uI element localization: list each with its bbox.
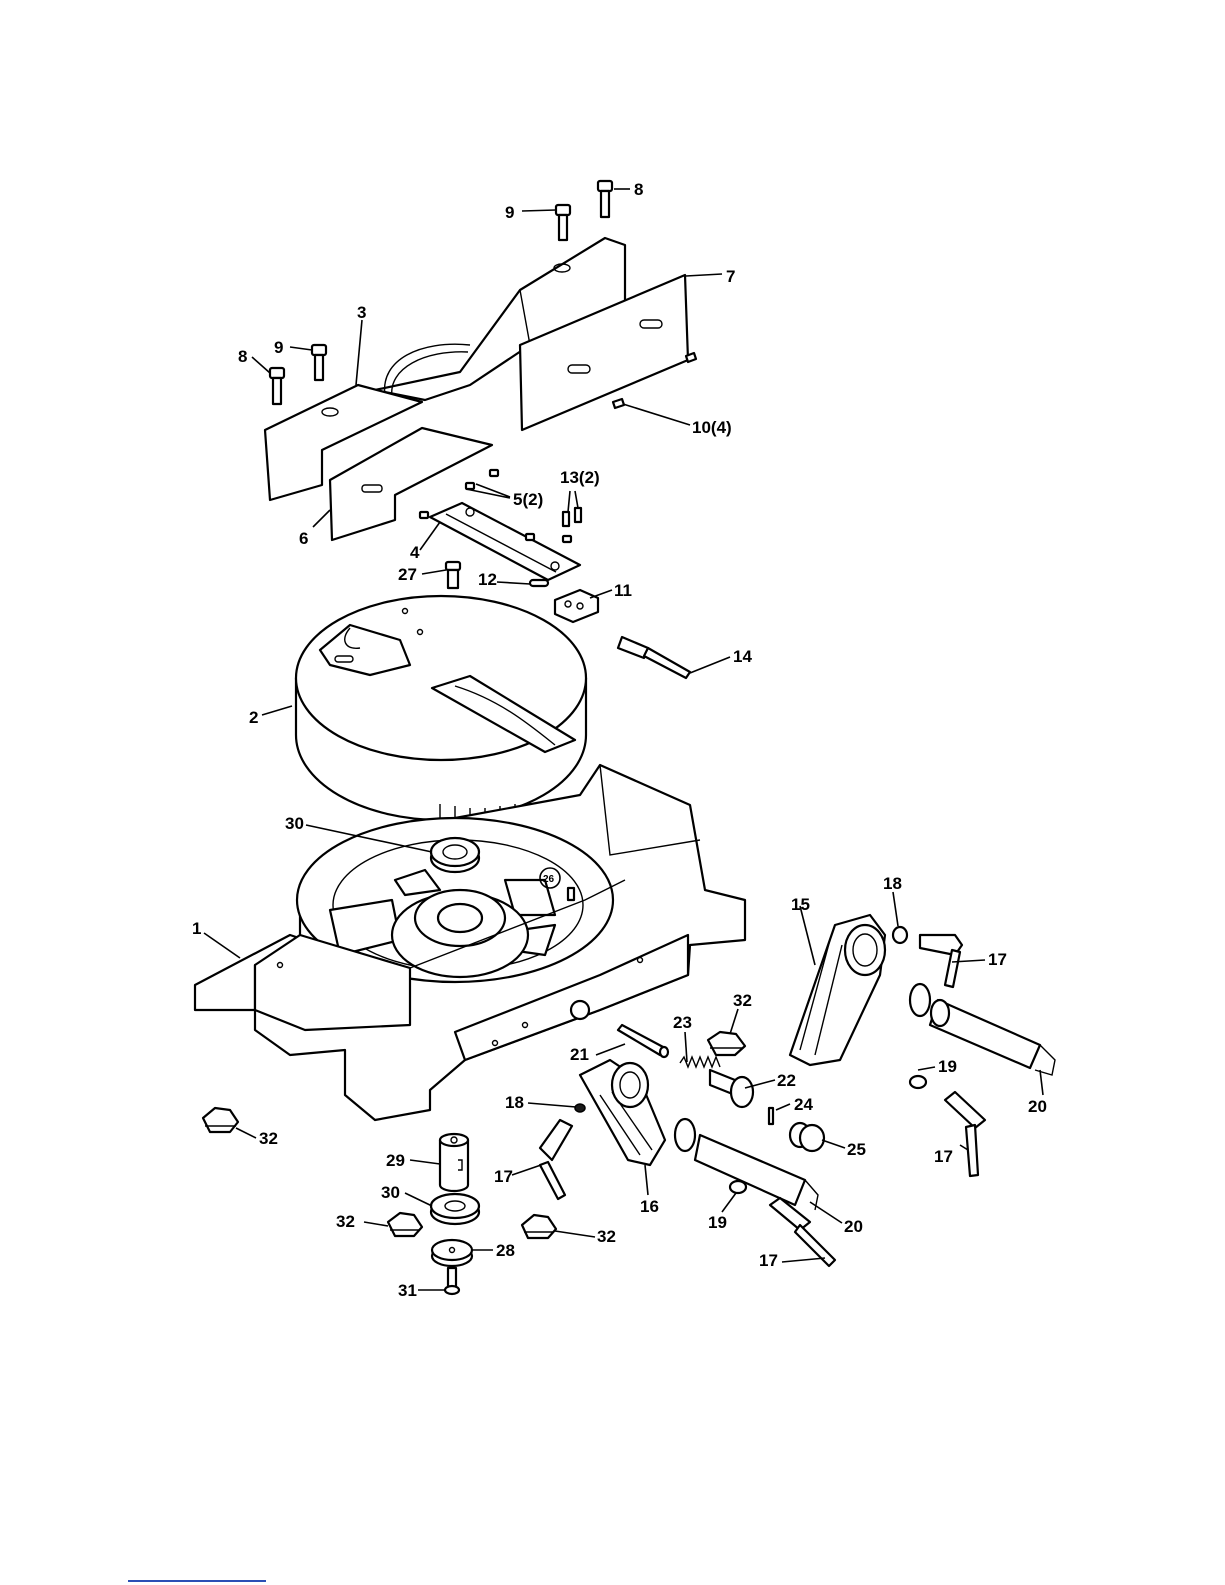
callout-19-middle: 19 (708, 1213, 727, 1232)
callout-32-bottom-right: 32 (597, 1227, 616, 1246)
callout-32-bottom-left: 32 (336, 1212, 355, 1231)
callout-17-left: 17 (494, 1167, 513, 1186)
callout-32-left: 32 (259, 1129, 278, 1148)
callout-21: 21 (570, 1045, 589, 1064)
callout-20-middle: 20 (844, 1217, 863, 1236)
callout-3: 3 (357, 303, 366, 322)
callout-5: 5(2) (513, 490, 543, 509)
callout-19-right: 19 (938, 1057, 957, 1076)
callout-17-right-top: 17 (988, 950, 1007, 969)
lever-17-bottom (770, 1198, 835, 1266)
foot-32-top (708, 1032, 745, 1055)
handle-15 (790, 915, 885, 1065)
callout-31: 31 (398, 1281, 417, 1300)
foot-32-left (203, 1108, 238, 1132)
washer-19-right (910, 1076, 926, 1088)
callout-18-right: 18 (883, 874, 902, 893)
callout-8-top: 8 (634, 180, 643, 199)
pointer-14 (618, 637, 690, 678)
lever-17-left (540, 1120, 572, 1199)
callout-20-right: 20 (1028, 1097, 1047, 1116)
rotary-table (296, 596, 586, 820)
ring-18-left (575, 1104, 585, 1112)
disc-28 (432, 1240, 472, 1266)
washer-30-bottom (431, 1194, 479, 1224)
callout-17-bottom: 17 (759, 1251, 778, 1270)
callout-7: 7 (726, 267, 735, 286)
screw-31 (445, 1268, 459, 1294)
callout-30-bottom: 30 (381, 1183, 400, 1202)
washer-18-right (893, 927, 907, 943)
handle-16 (580, 1060, 665, 1165)
callout-23: 23 (673, 1013, 692, 1032)
callout-4: 4 (410, 543, 420, 562)
callout-14: 14 (733, 647, 752, 666)
callout-8-left: 8 (238, 347, 247, 366)
callout-15: 15 (791, 895, 810, 914)
bearing-30-top (431, 838, 479, 872)
foot-32-bottom-right (522, 1215, 556, 1238)
callout-26: 26 (543, 874, 555, 885)
callout-12: 12 (478, 570, 497, 589)
callout-11: 11 (614, 581, 632, 600)
shaft-20-right (910, 984, 1055, 1075)
knob-22 (710, 1070, 753, 1107)
callout-28: 28 (496, 1241, 515, 1260)
base (195, 765, 745, 1120)
callout-24: 24 (794, 1095, 813, 1114)
washer-19-middle (730, 1181, 746, 1193)
callout-25: 25 (847, 1140, 866, 1159)
callout-1: 1 (192, 919, 201, 938)
callout-29: 29 (386, 1151, 405, 1170)
screw-9-top (556, 205, 570, 240)
footer-rule (128, 1580, 266, 1582)
knob-25 (790, 1123, 824, 1151)
screw-9-left (312, 345, 326, 380)
callout-30-top: 30 (285, 814, 304, 833)
callout-13: 13(2) (560, 468, 600, 487)
screw-8-top (598, 181, 612, 217)
callout-10: 10(4) (692, 418, 732, 437)
callout-17-right-bottom: 17 (934, 1147, 953, 1166)
callout-22: 22 (777, 1071, 796, 1090)
callout-6: 6 (299, 529, 308, 548)
callout-32-top: 32 (733, 991, 752, 1010)
callout-16: 16 (640, 1197, 659, 1216)
callout-2: 2 (249, 708, 258, 727)
pivot-29 (440, 1134, 468, 1191)
callout-18-left: 18 (505, 1093, 524, 1112)
pin-24 (769, 1108, 773, 1124)
shaft-21 (618, 1025, 668, 1057)
foot-32-bottom-left (388, 1213, 422, 1236)
callout-9-left: 9 (274, 338, 283, 357)
screw-8-left (270, 368, 284, 404)
callout-9-top: 9 (505, 203, 514, 222)
callout-27: 27 (398, 565, 417, 584)
